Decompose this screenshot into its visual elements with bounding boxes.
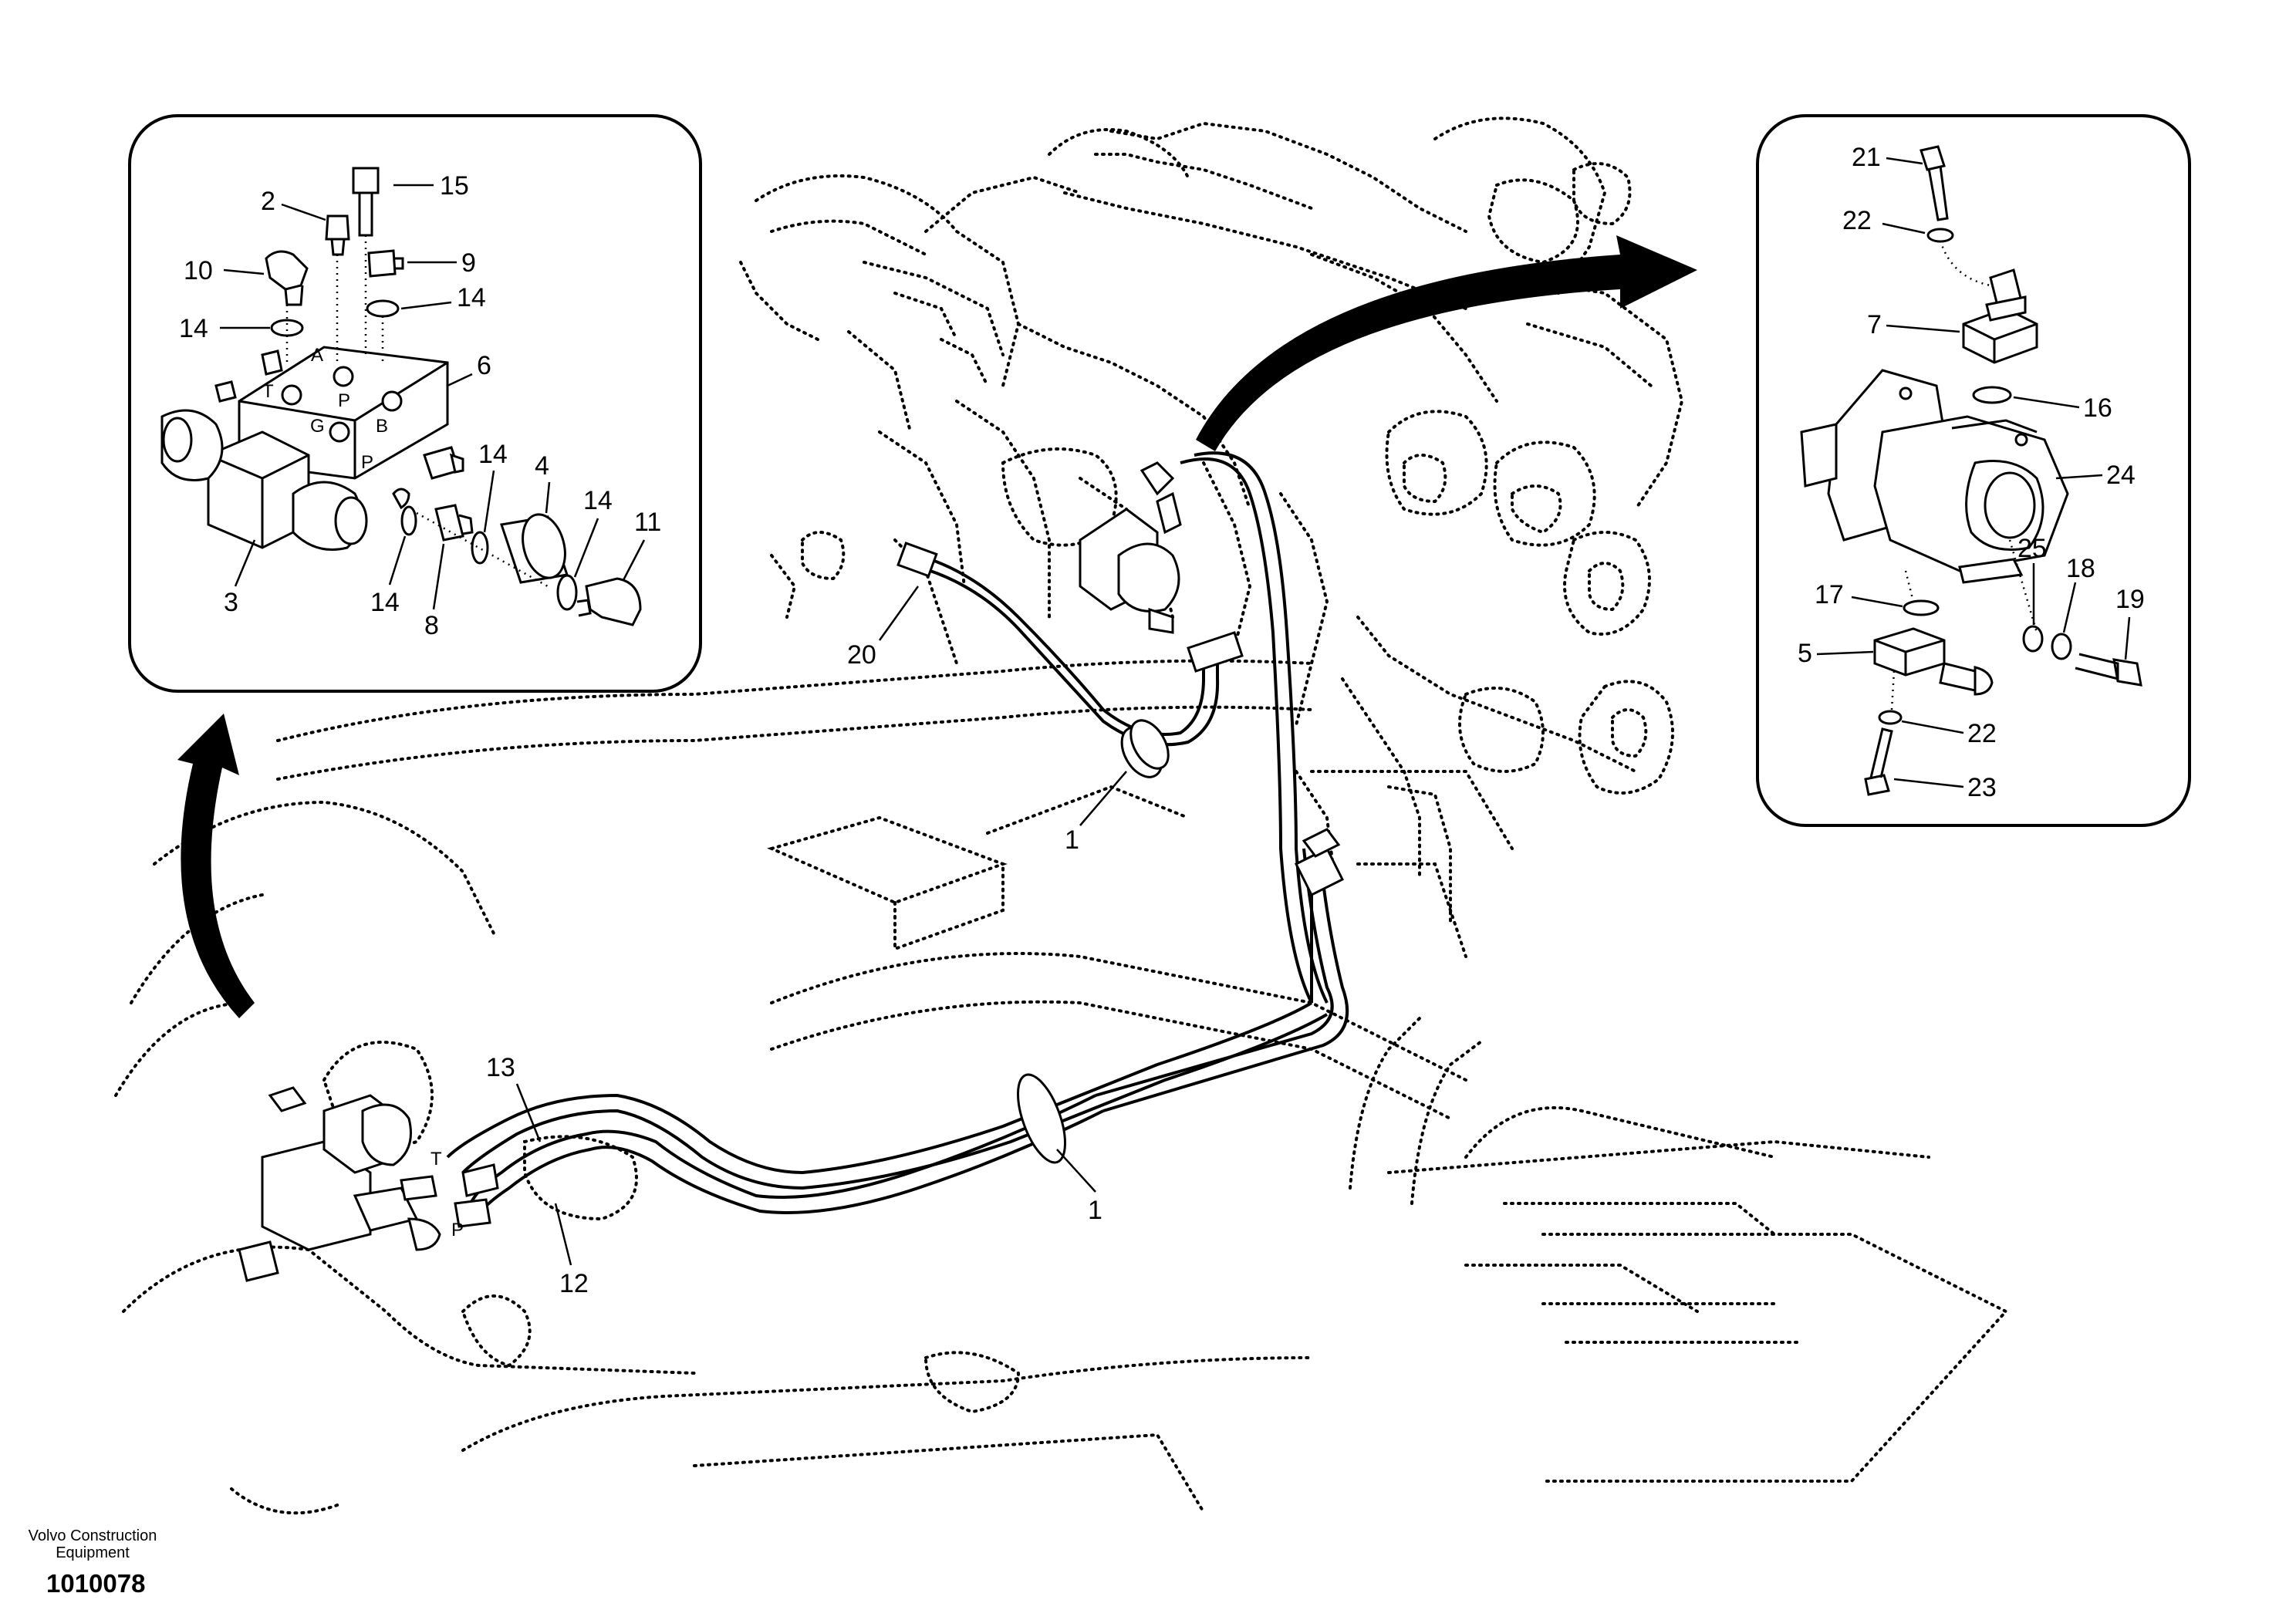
callout-5: 5 xyxy=(1798,639,1812,668)
callout-14-c: 14 xyxy=(478,440,508,469)
callout-14-d: 14 xyxy=(583,486,613,515)
callout-22-b: 22 xyxy=(1967,719,1997,748)
callout-22-a: 22 xyxy=(1842,206,1872,235)
port-label-p-inset: P xyxy=(338,390,350,411)
callout-8: 8 xyxy=(424,611,439,640)
arrow-to-right-inset xyxy=(1196,235,1697,451)
callout-18: 18 xyxy=(2066,554,2095,583)
callout-7: 7 xyxy=(1867,310,1882,339)
callout-13: 13 xyxy=(486,1053,515,1082)
port-label-t-inset: T xyxy=(262,381,274,402)
footer: Volvo Construction Equipment 1010078 xyxy=(15,1527,170,1598)
callout-9: 9 xyxy=(461,248,476,278)
port-label-p: P xyxy=(451,1220,464,1240)
left-inset: A T P G B P 15 2 9 10 14 14 6 14 4 14 11… xyxy=(128,114,702,693)
hose-12-13 xyxy=(446,451,1349,1217)
callout-15: 15 xyxy=(440,171,469,201)
callout-1-lower: 1 xyxy=(1088,1196,1102,1225)
callout-20: 20 xyxy=(847,640,876,670)
port-label-a: A xyxy=(311,345,323,366)
company-line-1: Volvo Construction xyxy=(28,1527,157,1544)
callout-6: 6 xyxy=(477,351,491,380)
port-label-p2: P xyxy=(361,452,373,473)
callout-11: 11 xyxy=(634,508,661,537)
callout-24: 24 xyxy=(2106,461,2136,490)
callout-2: 2 xyxy=(261,187,275,216)
callout-12: 12 xyxy=(559,1269,589,1298)
main-callouts: 20 1 13 1 12 T P xyxy=(430,586,1127,1298)
callout-10: 10 xyxy=(184,256,213,285)
company-name: Volvo Construction Equipment xyxy=(15,1527,170,1561)
arrow-to-left-inset xyxy=(177,714,255,1018)
right-inset: 21 22 7 16 24 25 18 17 19 5 22 23 xyxy=(1756,114,2191,827)
port-label-b: B xyxy=(376,416,388,437)
company-line-2: Equipment xyxy=(56,1544,130,1561)
callout-16: 16 xyxy=(2083,393,2112,423)
solenoid-valve-main xyxy=(238,1086,499,1282)
callout-23: 23 xyxy=(1967,773,1997,802)
hydraulic-pump xyxy=(1079,461,1182,634)
engine-outline xyxy=(739,116,1684,927)
callout-14-e: 14 xyxy=(370,588,400,617)
callout-14-b: 14 xyxy=(457,283,486,312)
port-label-g: G xyxy=(310,416,325,437)
callout-3: 3 xyxy=(224,588,238,617)
port-label-t: T xyxy=(430,1149,442,1169)
callout-1-upper: 1 xyxy=(1065,825,1079,855)
callout-19: 19 xyxy=(2115,585,2145,614)
callout-25: 25 xyxy=(2017,534,2047,563)
drawing-number: 1010078 xyxy=(46,1569,146,1598)
callout-17: 17 xyxy=(1815,580,1844,609)
hose-20 xyxy=(896,542,1244,778)
callout-14-a: 14 xyxy=(179,314,208,343)
chassis-outline xyxy=(114,659,2009,1515)
callout-21: 21 xyxy=(1852,143,1881,172)
callout-4: 4 xyxy=(535,451,549,481)
